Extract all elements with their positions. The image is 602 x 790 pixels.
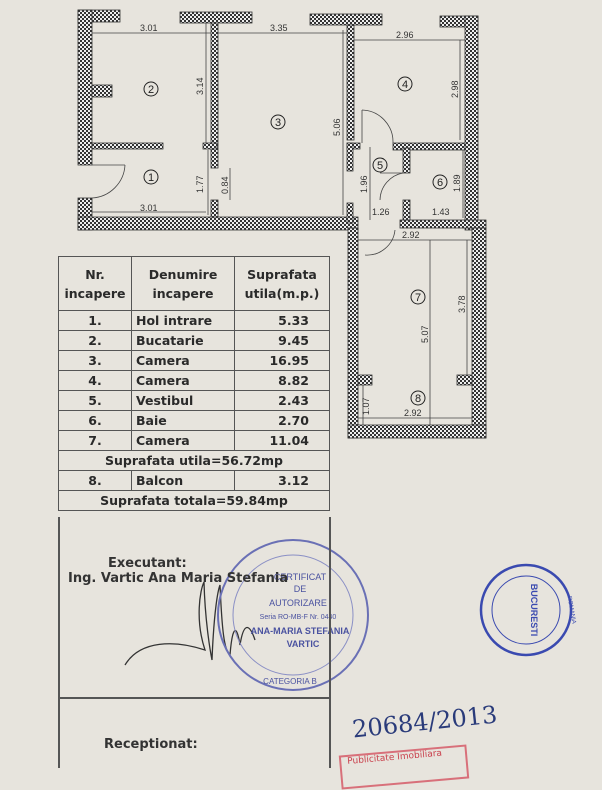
dim-label: 1.96: [359, 175, 369, 193]
dim-label: 2.92: [404, 408, 422, 418]
executant-label: Executant:: [108, 556, 187, 571]
dim-label: 2.96: [396, 30, 414, 40]
svg-text:DE: DE: [294, 584, 307, 594]
dim-label: 3.14: [195, 77, 205, 95]
svg-text:7: 7: [415, 292, 421, 304]
svg-text:ANA-MARIA STEFANIA: ANA-MARIA STEFANIA: [251, 626, 350, 636]
dim-label: 5.07: [420, 325, 430, 343]
svg-text:CATEGORIA B: CATEGORIA B: [263, 677, 317, 686]
svg-text:ROMANIA: ROMANIA: [566, 596, 577, 625]
header-nr: Nr. incapere: [58, 256, 132, 311]
dim-label: 3.35: [270, 23, 288, 33]
dim-label: 1.77: [195, 175, 205, 193]
svg-text:3: 3: [275, 117, 281, 129]
svg-text:Seria RO-MB-F Nr. 0440: Seria RO-MB-F Nr. 0440: [260, 614, 337, 621]
header-area: Suprafata utila(m.p.): [234, 256, 330, 311]
svg-text:4: 4: [402, 79, 408, 91]
dim-label: 5.06: [332, 118, 342, 136]
executant-name: Ing. Vartic Ana Maria Stefania: [68, 571, 289, 586]
svg-text:AUTORIZARE: AUTORIZARE: [269, 598, 327, 608]
room-marker-2: 2: [143, 81, 159, 97]
subtotal-row: Suprafata utila=56.72mp: [58, 450, 330, 471]
dim-label: 3.01: [140, 203, 158, 213]
box-left-border: [58, 517, 60, 768]
svg-text:6: 6: [437, 177, 443, 189]
room-marker-7: 7: [410, 289, 426, 305]
svg-text:2: 2: [148, 84, 154, 96]
floor-plan: 3.01 3.35 2.96 3.14 2.98 5.06 1.77 0.84 …: [77, 9, 577, 691]
dim-label: 2.92: [402, 230, 420, 240]
total-row: Suprafata totala=59.84mp: [58, 490, 330, 511]
svg-text:BUCURESTI: BUCURESTI: [529, 584, 539, 637]
dim-label: 3.78: [457, 295, 467, 313]
room-marker-8: 8: [410, 390, 426, 406]
room-marker-4: 4: [397, 76, 413, 92]
svg-text:5: 5: [377, 160, 383, 172]
rooms-table: Nr. incapere Denumire incapere Suprafata…: [58, 256, 330, 511]
walls: [77, 9, 487, 439]
dim-label: 2.98: [450, 80, 460, 98]
dim-label: 1.26: [372, 207, 390, 217]
room-marker-1: 1: [143, 169, 159, 185]
signature: [124, 581, 256, 666]
table-header: Nr. incapere Denumire incapere Suprafata…: [58, 256, 330, 311]
room-marker-3: 3: [270, 114, 286, 130]
svg-text:1: 1: [148, 172, 154, 184]
receptionat-label: Receptionat:: [104, 737, 198, 752]
authorization-stamp: CERTIFICAT DE AUTORIZARE Seria RO-MB-F N…: [217, 539, 369, 691]
room-marker-5: 5: [372, 157, 388, 173]
header-name: Denumire incapere: [131, 256, 235, 311]
agency-stamp: BUCURESTI ROMANIA: [479, 563, 577, 657]
svg-text:CERTIFICAT: CERTIFICAT: [274, 572, 327, 582]
dim-label: 3.01: [140, 23, 158, 33]
box-divider: [58, 697, 330, 699]
box-right-border: [329, 517, 331, 768]
dim-label: 1.89: [452, 174, 462, 192]
room-marker-6: 6: [432, 174, 448, 190]
dimension-lines: [91, 23, 472, 425]
svg-text:8: 8: [415, 393, 421, 405]
svg-text:VARTIC: VARTIC: [287, 639, 320, 649]
dim-label: 0.84: [220, 176, 230, 194]
dim-label: 1.07: [361, 397, 371, 415]
dim-label: 1.43: [432, 207, 450, 217]
